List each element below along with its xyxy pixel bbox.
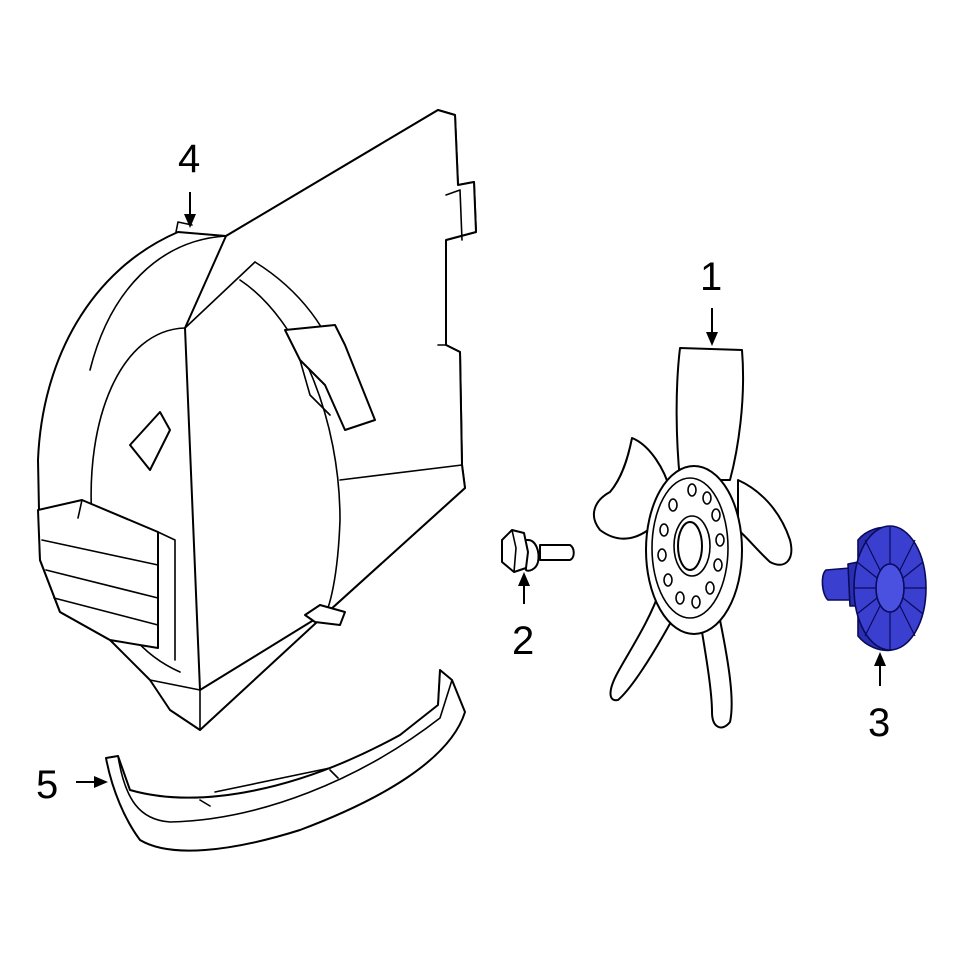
callout-1: 1	[700, 255, 722, 299]
fan-shroud[interactable]	[37, 109, 477, 731]
fan-clutch[interactable]	[821, 525, 927, 652]
callout-2: 2	[512, 619, 534, 663]
shroud-opening-curve	[239, 279, 341, 621]
fan-blade-right	[737, 479, 793, 566]
callout-5: 5	[36, 763, 58, 807]
lower-shroud-body	[105, 669, 466, 852]
fan-clutch-shaft	[821, 567, 853, 601]
fan-blade-upper	[675, 347, 745, 481]
shroud-ribs	[37, 499, 159, 649]
fan-blade-lower-left	[609, 589, 673, 702]
fan-hub-center	[677, 521, 703, 571]
bolt-shank	[539, 544, 575, 561]
callout-4: 4	[178, 137, 200, 181]
callout-arrows	[76, 192, 886, 788]
callout-3: 3	[868, 701, 890, 745]
lower-shroud[interactable]	[105, 669, 466, 852]
shroud-front-face	[184, 109, 477, 691]
fan-hub-bolt-holes	[657, 483, 725, 609]
fan-blade-lower	[699, 619, 733, 729]
fan-blade[interactable]	[592, 347, 793, 729]
fan-clutch-fins	[854, 527, 926, 650]
shroud-ring-outer	[89, 235, 227, 371]
bolt[interactable]	[501, 529, 575, 573]
